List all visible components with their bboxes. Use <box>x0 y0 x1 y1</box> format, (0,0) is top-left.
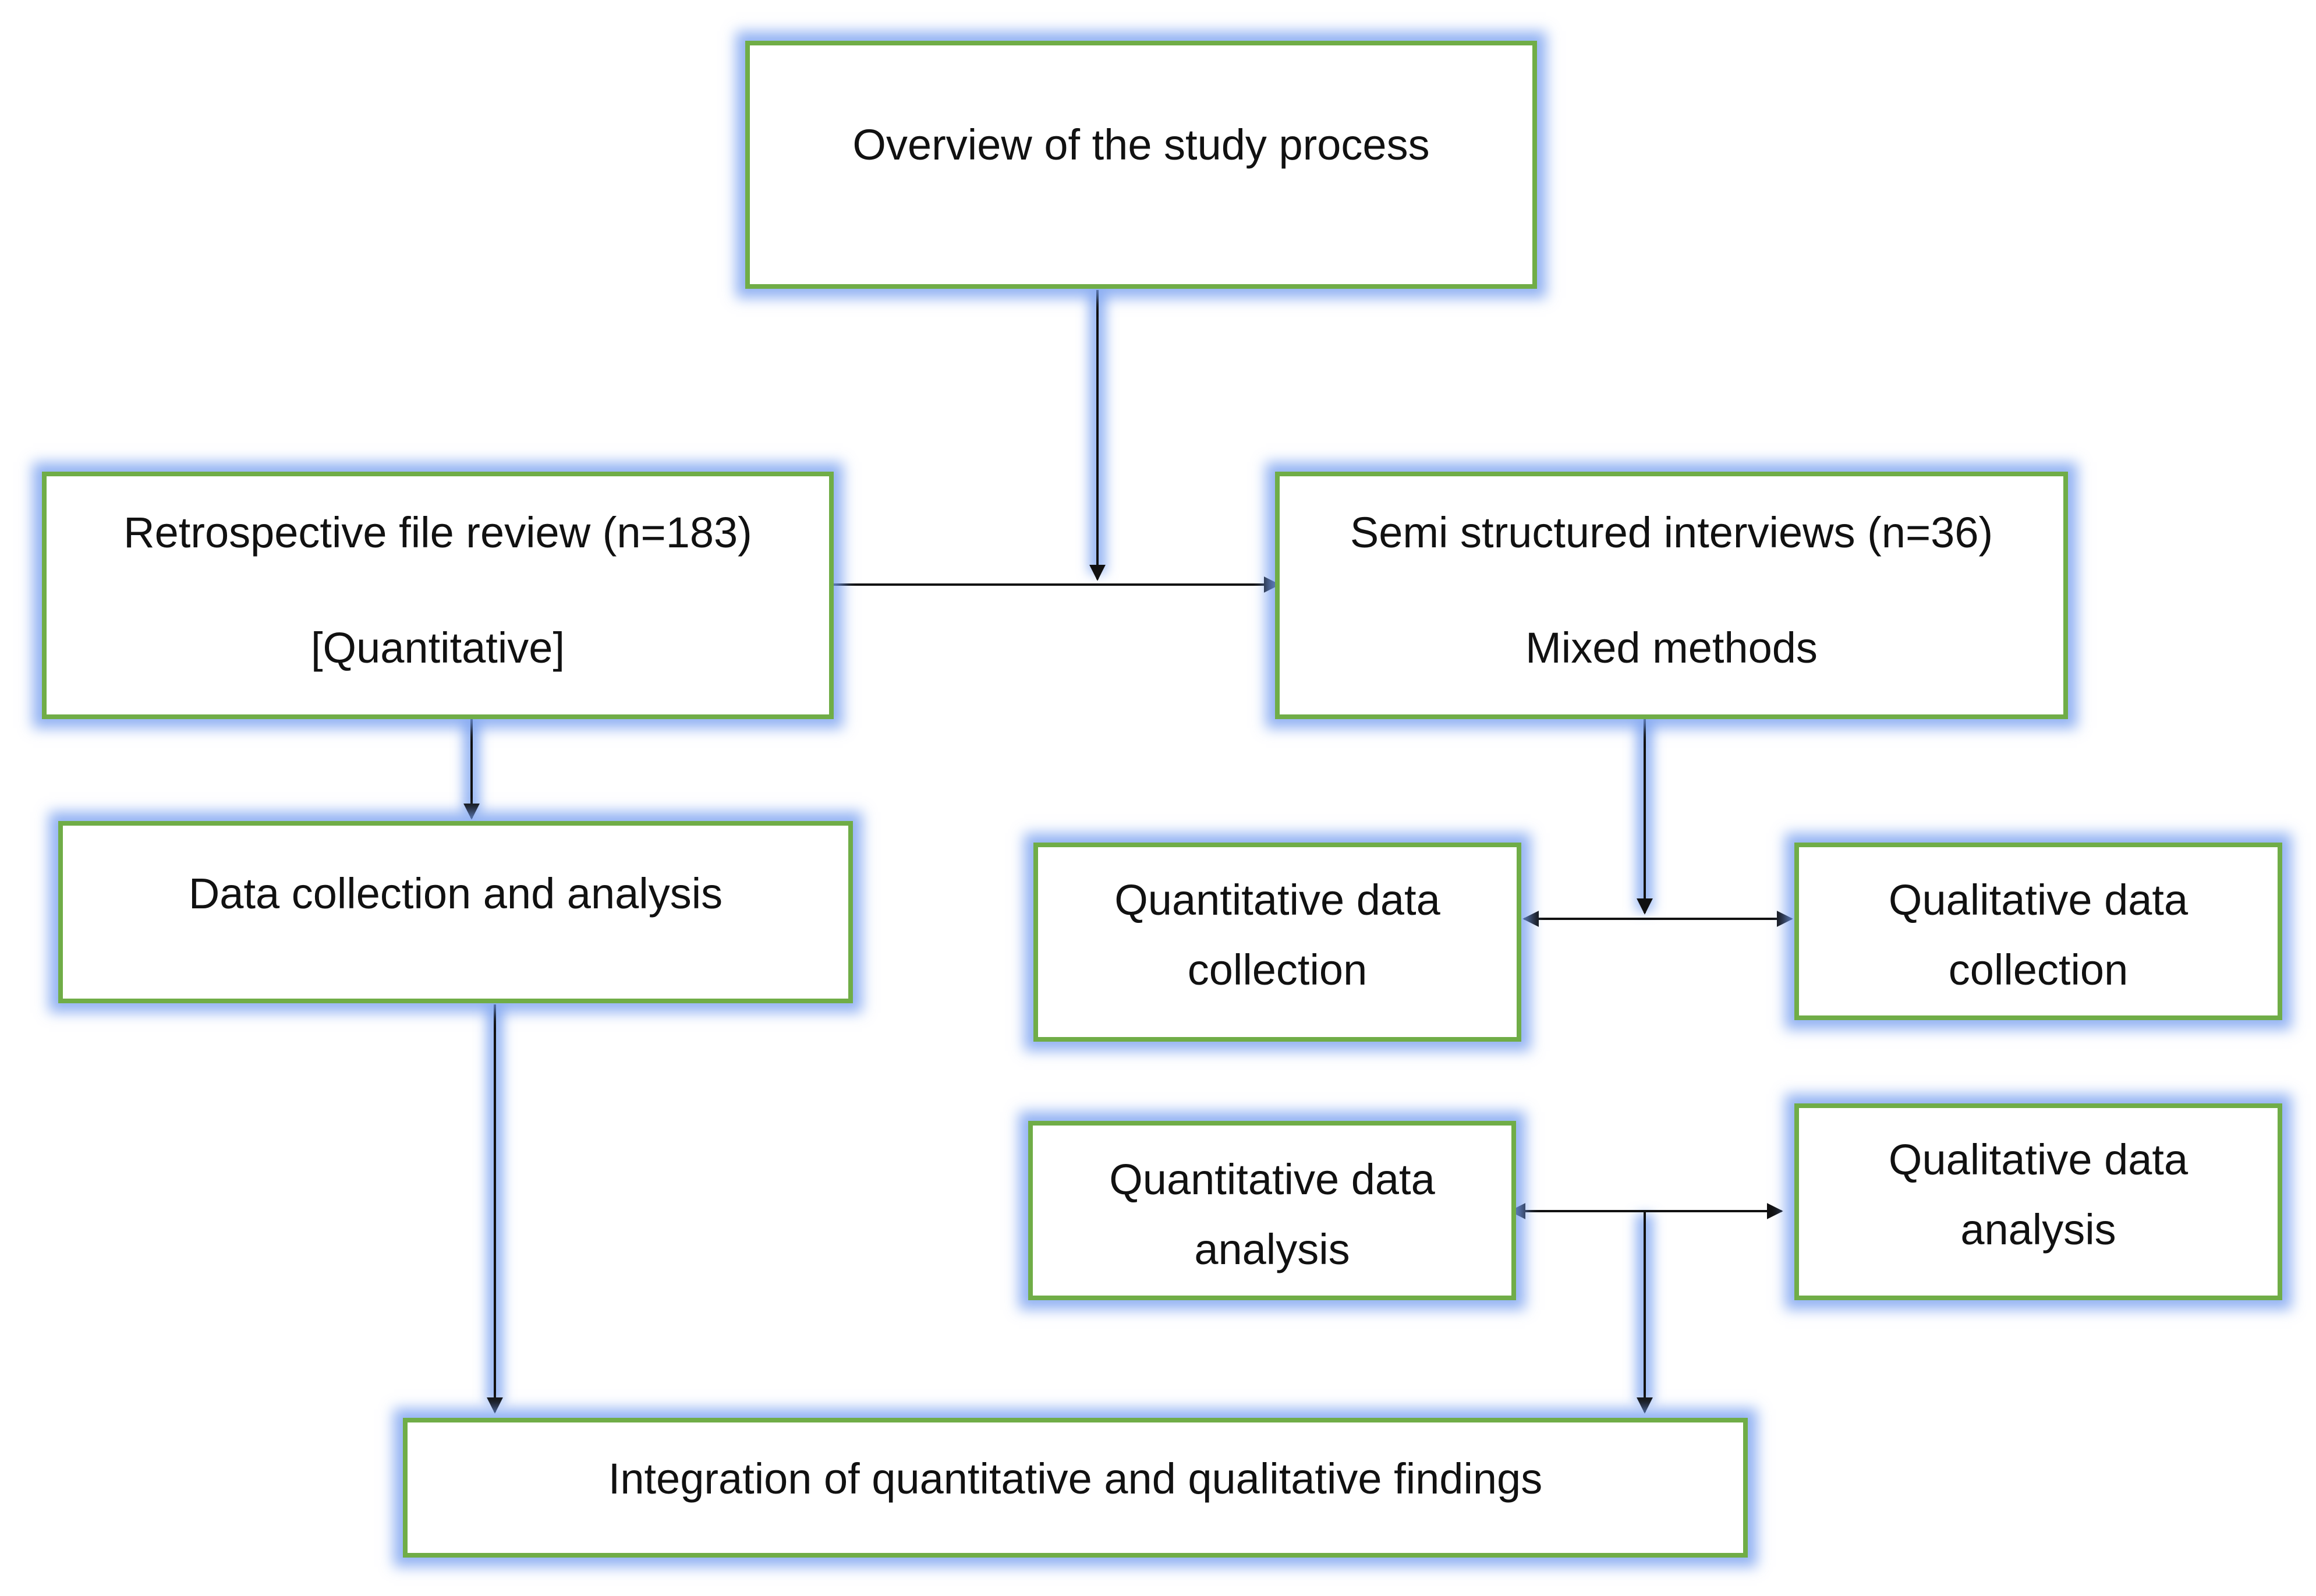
node-integration: Integration of quantitative and qualitat… <box>403 1418 1748 1558</box>
node-overview-text: Overview of the study process <box>852 121 1430 169</box>
node-file-review-line2: [Quantitative] <box>310 624 565 673</box>
node-qual-analysis: Qualitative data analysis <box>1794 1103 2282 1300</box>
node-qual-collection-line2: collection <box>1948 946 2129 995</box>
node-interviews-line2: Mixed methods <box>1525 624 1818 673</box>
node-interviews-line1: Semi structured interviews (n=36) <box>1350 508 1993 557</box>
node-quant-collection-line1: Quantitative data <box>1114 876 1440 924</box>
node-qual-collection: Qualitative data collection <box>1794 843 2282 1020</box>
node-quant-analysis: Quantitative data analysis <box>1028 1121 1516 1300</box>
node-integration-text: Integration of quantitative and qualitat… <box>608 1455 1543 1503</box>
node-qual-analysis-line2: analysis <box>1960 1205 2116 1254</box>
node-quant-analysis-line2: analysis <box>1194 1225 1350 1274</box>
node-quant-collection: Quantitative data collection <box>1033 843 1521 1042</box>
node-data-collection-analysis: Data collection and analysis <box>58 821 853 1003</box>
node-data-collection-analysis-text: Data collection and analysis <box>188 869 723 918</box>
node-qual-analysis-line1: Qualitative data <box>1888 1135 2188 1184</box>
node-quant-collection-line2: collection <box>1187 946 1368 995</box>
node-file-review-line1: Retrospective file review (n=183) <box>123 508 752 557</box>
node-interviews: Semi structured interviews (n=36) Mixed … <box>1275 472 2068 719</box>
node-overview: Overview of the study process <box>745 41 1537 289</box>
node-file-review: Retrospective file review (n=183) [Quant… <box>42 472 834 719</box>
node-qual-collection-line1: Qualitative data <box>1888 876 2188 924</box>
node-quant-analysis-line1: Quantitative data <box>1109 1155 1435 1204</box>
